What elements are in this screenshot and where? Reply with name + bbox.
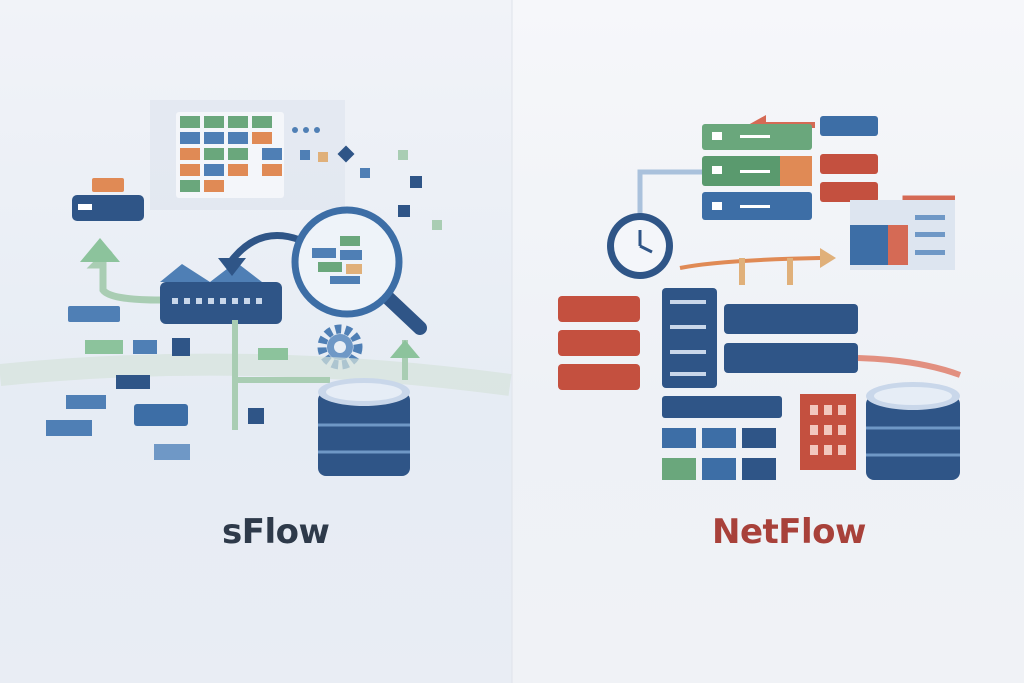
data-packets bbox=[292, 127, 442, 230]
curved-arrow-icon bbox=[229, 232, 302, 263]
sampling-nodes bbox=[46, 306, 288, 460]
flow-exporter-bars bbox=[724, 304, 962, 378]
network-switch-icon bbox=[72, 178, 144, 221]
gear-icon bbox=[317, 324, 363, 370]
table-grid-icon bbox=[176, 112, 284, 198]
database-icon bbox=[318, 378, 410, 476]
sflow-illustration bbox=[0, 100, 512, 476]
database-icon bbox=[866, 382, 960, 480]
server-rack-icon bbox=[558, 288, 717, 390]
flow-table-icon bbox=[702, 124, 812, 220]
sflow-label: sFlow bbox=[222, 512, 330, 552]
clock-icon bbox=[607, 213, 673, 279]
arrow-right-icon bbox=[820, 248, 836, 268]
server-stack bbox=[662, 396, 782, 480]
netflow-illustration bbox=[558, 115, 962, 480]
collector-panel bbox=[850, 195, 955, 270]
flow-records bbox=[820, 116, 878, 202]
magnifier-icon bbox=[291, 206, 427, 335]
main-switch-icon bbox=[160, 262, 282, 324]
arrow-up-icon bbox=[80, 238, 120, 262]
netflow-label: NetFlow bbox=[712, 512, 866, 552]
building-icon bbox=[800, 394, 856, 470]
arrow-icon bbox=[86, 247, 161, 304]
